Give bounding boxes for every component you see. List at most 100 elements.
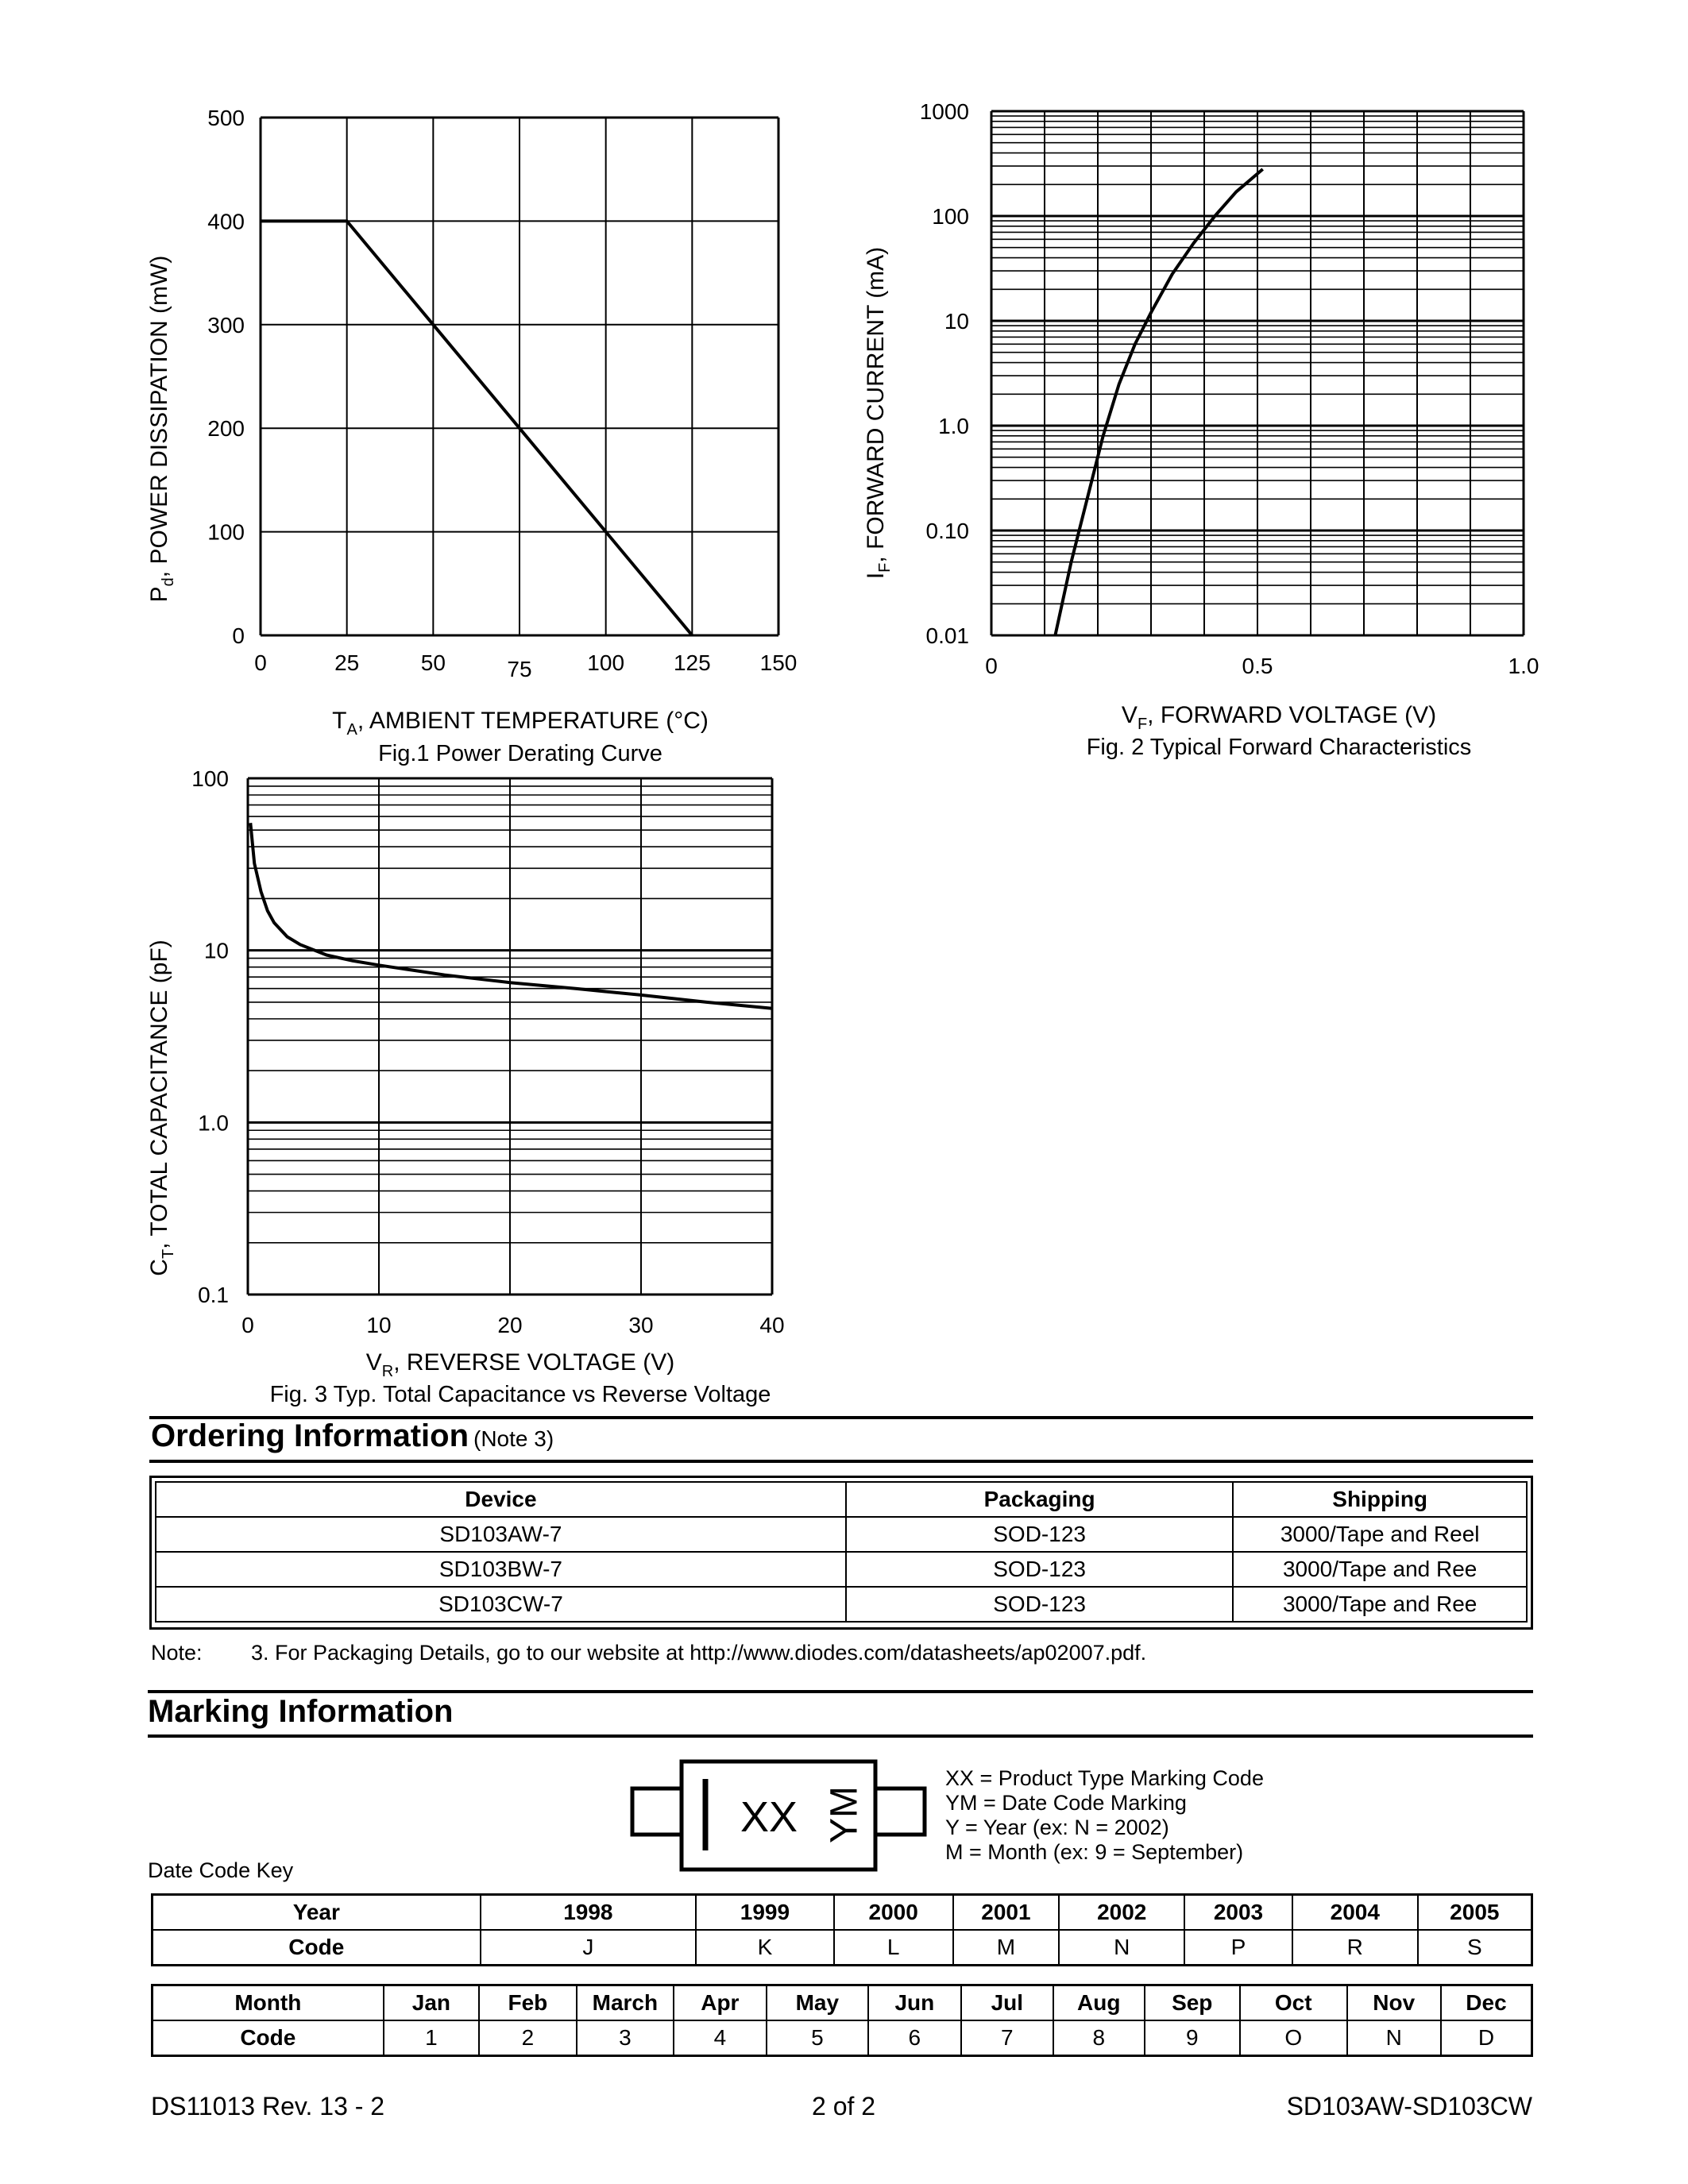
table-row: SD103CW-7 SOD-123 3000/Tape and Ree: [155, 1586, 1528, 1623]
month-code-table: Month Jan Feb March Apr May Jun Jul Aug …: [151, 1984, 1533, 2057]
footer-part-number: SD103AW-SD103CW: [1286, 2092, 1532, 2120]
fig2-caption: Fig. 2 Typical Forward Characteristics: [1087, 735, 1472, 760]
fig2-ytick-label: 0.01: [926, 623, 970, 648]
ordering-title: Ordering Information(Note 3): [151, 1418, 554, 1453]
fig3-series-line: [249, 823, 773, 1010]
month-header: Month: [151, 1984, 384, 2021]
fig1-series: [261, 219, 693, 637]
code-cell: N: [1346, 2020, 1442, 2057]
date-code-key-label: Date Code Key: [148, 1858, 294, 1882]
ordering-top-rule: [149, 1416, 1533, 1419]
year-row: Year 1998 1999 2000 2001 2002 2003 2004 …: [151, 1893, 1533, 1931]
fig2-grid: [990, 110, 1525, 637]
year-code-row: Code J K L M N P R S: [151, 1929, 1533, 1966]
packaging-cell: SOD-123: [844, 1516, 1234, 1553]
month-cell: Feb: [478, 1984, 577, 2021]
ordering-header-device: Device: [155, 1481, 847, 1518]
fig2-series-line: [1053, 168, 1264, 636]
code-cell: 9: [1143, 2020, 1241, 2057]
fig1-xtick-label: 150: [760, 650, 798, 675]
package-code-text: XX: [740, 1793, 798, 1841]
fig3-series: [249, 823, 773, 1010]
fig1-xtick-label: 125: [674, 650, 711, 675]
code-cell: S: [1416, 1929, 1533, 1966]
fig3-xtick-label: 0: [241, 1313, 254, 1337]
ordering-header-packaging: Packaging: [844, 1481, 1234, 1518]
fig3-ytick-label: 1.0: [198, 1110, 229, 1135]
fig3-caption: Fig. 3 Typ. Total Capacitance vs Reverse…: [270, 1382, 771, 1407]
fig3-ytick-label: 100: [191, 766, 229, 791]
fig2-ytick-label: 10: [944, 309, 969, 334]
ordering-header-shipping: Shipping: [1232, 1481, 1528, 1518]
ordering-table-frame: [149, 1476, 1533, 1630]
fig1-xtick-label: 25: [334, 650, 359, 675]
fig1-caption: Fig.1 Power Derating Curve: [378, 741, 662, 766]
ordering-note-text: 3. For Packaging Details, go to our webs…: [251, 1641, 1147, 1665]
package-marking-diagram: XX YM: [630, 1759, 927, 1872]
table-row: SD103AW-7 SOD-123 3000/Tape and Reel: [155, 1516, 1528, 1553]
fig3-xtick-label: 30: [628, 1313, 653, 1337]
fig1-series-line: [261, 219, 693, 637]
month-row: Month Jan Feb March Apr May Jun Jul Aug …: [151, 1984, 1533, 2021]
month-cell: Oct: [1238, 1984, 1348, 2021]
code-header: Code: [151, 1929, 481, 1966]
fig1-xtick-label: 75: [507, 657, 531, 681]
fig3-xtick-label: 40: [759, 1313, 784, 1337]
fig3-grid: [246, 777, 774, 1296]
marking-bottom-rule: [148, 1734, 1533, 1738]
code-cell: 3: [575, 2020, 675, 2057]
ordering-bottom-rule: [149, 1460, 1533, 1463]
code-cell: D: [1439, 2020, 1533, 2057]
marking-top-rule: [148, 1690, 1533, 1693]
code-cell: 5: [765, 2020, 870, 2057]
month-cell: Aug: [1053, 1984, 1145, 2021]
code-cell: R: [1291, 1929, 1419, 1966]
fig1-ytick-label: 300: [207, 313, 245, 338]
code-cell: P: [1184, 1929, 1293, 1966]
fig1-ytick-label: 100: [207, 520, 245, 545]
ordering-note-label: Note:: [151, 1641, 203, 1665]
code-cell: J: [479, 1929, 697, 1966]
code-header: Code: [151, 2020, 384, 2057]
fig3-xtick-label: 20: [497, 1313, 522, 1337]
year-cell: 1998: [479, 1893, 697, 1931]
legend-line: XX = Product Type Marking Code: [945, 1766, 1264, 1790]
fig2-ytick-label: 0.10: [926, 519, 970, 543]
table-row: SD103BW-7 SOD-123 3000/Tape and Ree: [155, 1551, 1528, 1588]
month-code-row: Code 1 2 3 4 5 6 7 8 9 O N D: [151, 2020, 1533, 2057]
year-header: Year: [151, 1893, 481, 1931]
year-cell: 2004: [1291, 1893, 1419, 1931]
year-cell: 2003: [1184, 1893, 1293, 1931]
fig3-ytick-label: 0.1: [198, 1283, 229, 1307]
month-cell: March: [575, 1984, 675, 2021]
code-cell: N: [1058, 1929, 1186, 1966]
code-cell: 1: [382, 2020, 481, 2057]
fig1-ytick-label: 200: [207, 416, 245, 441]
code-cell: L: [832, 1929, 954, 1966]
year-cell: 2000: [832, 1893, 954, 1931]
fig3-xtick-label: 10: [366, 1313, 391, 1337]
fig2-ytick-label: 100: [932, 204, 969, 229]
month-cell: Jun: [867, 1984, 962, 2021]
fig1-ytick-label: 500: [207, 106, 245, 130]
fig1-ytick-label: 400: [207, 209, 245, 233]
footer-page-number: 2 of 2: [812, 2092, 876, 2120]
fig3-xlabel: VR, REVERSE VOLTAGE (V): [366, 1349, 674, 1380]
code-cell: O: [1238, 2020, 1348, 2057]
fig2-xtick-label: 0: [985, 654, 998, 678]
code-cell: 8: [1053, 2020, 1145, 2057]
fig1-xtick-label: 0: [254, 650, 267, 675]
year-code-table: Year 1998 1999 2000 2001 2002 2003 2004 …: [151, 1893, 1533, 1966]
device-cell: SD103AW-7: [155, 1516, 847, 1553]
fig1-xtick-label: 50: [421, 650, 446, 675]
code-cell: K: [695, 1929, 835, 1966]
month-cell: Nov: [1346, 1984, 1442, 2021]
legend-line: Y = Year (ex: N = 2002): [945, 1815, 1169, 1839]
